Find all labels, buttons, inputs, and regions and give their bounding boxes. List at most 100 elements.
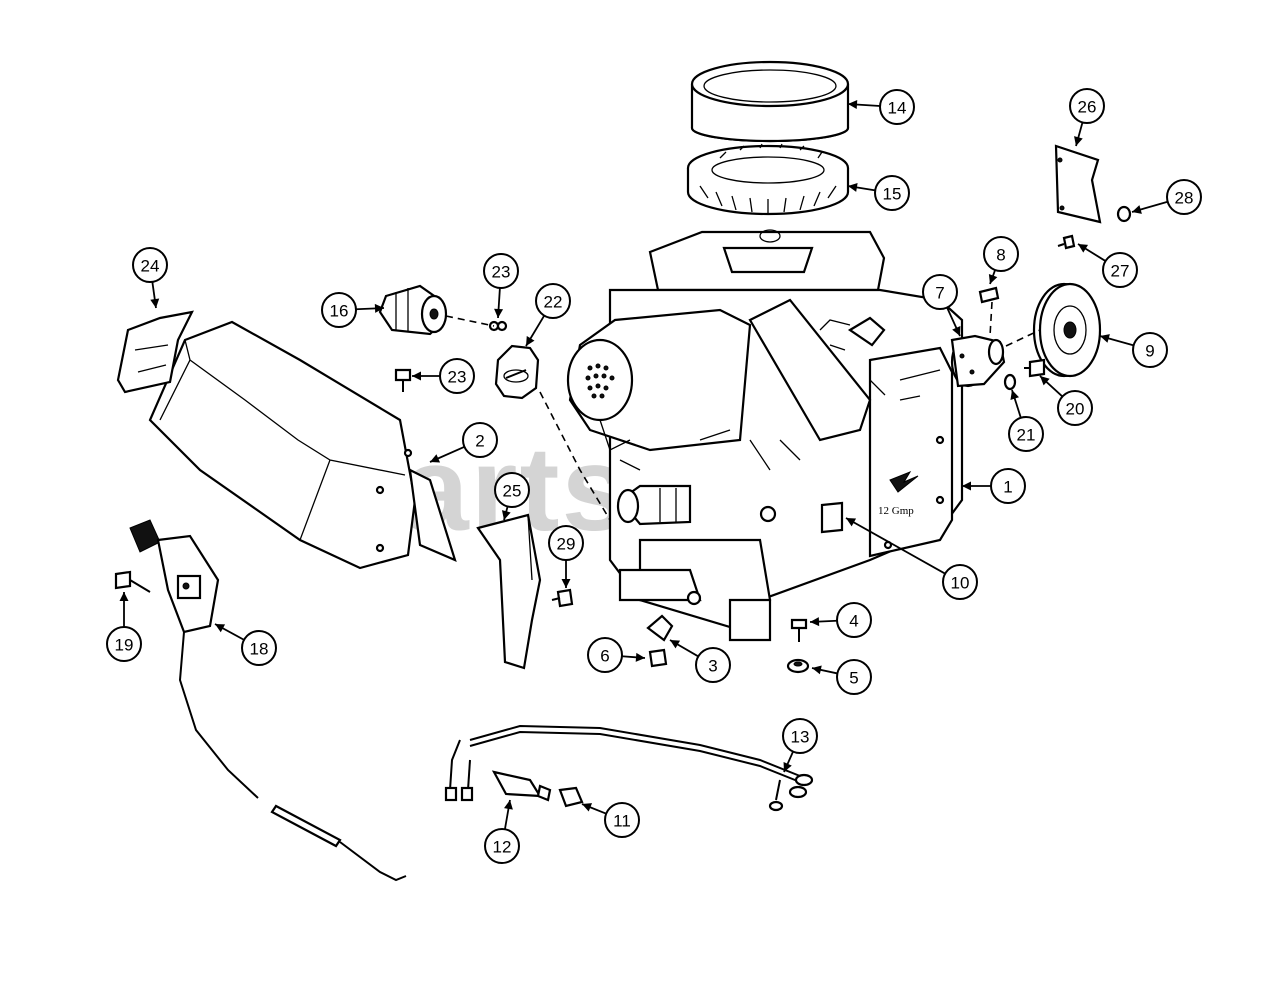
callout-number: 3 xyxy=(708,657,717,676)
callout-arrowhead xyxy=(783,761,792,772)
callout-arrowhead xyxy=(952,325,961,336)
callout-circle xyxy=(439,358,475,394)
air-filter-part xyxy=(686,143,850,216)
callout-layer: 1234567891011121314151618192021222323242… xyxy=(106,88,1202,864)
callout-arrowhead xyxy=(1132,205,1142,214)
callout-number: 27 xyxy=(1111,262,1130,281)
callout-number: 6 xyxy=(600,647,609,666)
callout-5: 5 xyxy=(811,659,872,695)
callout-arrowhead xyxy=(501,510,511,520)
callout-arrowhead xyxy=(988,274,998,284)
callout-arrowhead xyxy=(812,665,822,675)
washer-part-21 xyxy=(1003,373,1017,391)
callout-circle xyxy=(1132,332,1168,368)
callout-number: 23 xyxy=(448,368,467,387)
callout-number: 13 xyxy=(791,728,810,747)
callout-arrowhead xyxy=(670,640,681,649)
callout-16: 16 xyxy=(321,292,385,328)
engine-block-part: 12 Gmp xyxy=(566,229,964,642)
callout-10: 10 xyxy=(845,517,978,600)
callout-circle xyxy=(990,468,1026,504)
callout-23: 23 xyxy=(483,253,519,319)
fuel-filter-part xyxy=(378,284,448,336)
callout-number: 29 xyxy=(557,535,576,554)
callout-13: 13 xyxy=(782,718,818,773)
callout-circle xyxy=(695,647,731,683)
callout-arrowhead xyxy=(504,800,513,810)
callout-number: 16 xyxy=(330,302,349,321)
plug-part-5 xyxy=(786,658,810,674)
callout-27: 27 xyxy=(1077,243,1138,288)
callout-arrowhead xyxy=(430,454,441,463)
callout-circle xyxy=(782,718,818,754)
callout-18: 18 xyxy=(214,623,277,666)
throttle-control-part-18 xyxy=(129,519,407,882)
bolt-part-19 xyxy=(114,570,151,593)
callout-number: 12 xyxy=(493,838,512,857)
callout-20: 20 xyxy=(1039,375,1093,426)
callout-22: 22 xyxy=(525,283,571,347)
callout-6: 6 xyxy=(587,637,646,673)
fitting-part-6 xyxy=(648,648,668,668)
callout-circle xyxy=(1057,390,1093,426)
callout-15: 15 xyxy=(847,175,910,211)
callout-circle xyxy=(241,630,277,666)
callout-circle xyxy=(922,274,958,310)
callout-arrowhead xyxy=(215,624,226,633)
plate-part-26 xyxy=(1054,144,1102,224)
callout-circle xyxy=(836,659,872,695)
callout-number: 20 xyxy=(1066,400,1085,419)
decal-part xyxy=(820,501,844,534)
callout-arrowhead xyxy=(1010,390,1020,400)
callout-number: 24 xyxy=(141,257,160,276)
callout-circle xyxy=(106,626,142,662)
callout-number: 19 xyxy=(115,636,134,655)
callout-number: 18 xyxy=(250,640,269,659)
callout-8: 8 xyxy=(983,236,1019,285)
small-screw-23-lower xyxy=(394,368,412,392)
callout-11: 11 xyxy=(581,802,640,838)
callout-arrowhead xyxy=(962,481,971,491)
wiring-harness-part-13 xyxy=(444,724,814,812)
callout-arrowhead xyxy=(848,182,858,192)
callout-circle xyxy=(836,602,872,638)
callout-7: 7 xyxy=(922,274,961,337)
callout-arrowhead xyxy=(374,303,384,313)
callout-circle xyxy=(321,292,357,328)
callout-arrowhead xyxy=(150,298,160,308)
callout-circle xyxy=(483,253,519,289)
pulley-part-9 xyxy=(1032,282,1102,378)
callout-circle xyxy=(983,236,1019,272)
callout-number: 11 xyxy=(613,812,631,831)
callout-circle xyxy=(942,564,978,600)
callout-arrowhead xyxy=(1040,376,1050,386)
elbow-part-3 xyxy=(646,614,674,642)
callout-3: 3 xyxy=(669,639,731,683)
callout-1: 1 xyxy=(962,468,1026,504)
callout-number: 21 xyxy=(1017,426,1036,445)
nut-part-28 xyxy=(1116,205,1132,223)
callout-number: 8 xyxy=(996,246,1005,265)
key-part-8 xyxy=(978,286,1000,304)
callout-number: 22 xyxy=(544,293,563,312)
callout-number: 5 xyxy=(849,669,858,688)
air-cleaner-cover-part xyxy=(690,60,850,143)
callout-arrowhead xyxy=(119,592,129,601)
callout-circle xyxy=(1166,179,1202,215)
callout-28: 28 xyxy=(1131,179,1202,215)
callout-arrowhead xyxy=(1100,334,1110,343)
callout-arrowhead xyxy=(561,579,571,588)
callout-24: 24 xyxy=(132,247,168,309)
callout-arrowhead xyxy=(526,335,535,346)
callout-circle xyxy=(1008,416,1044,452)
bolt-part-20 xyxy=(1024,358,1046,378)
callout-arrowhead xyxy=(582,803,593,812)
screw-part-27 xyxy=(1057,234,1076,250)
callout-14: 14 xyxy=(847,89,915,125)
side-plate-part-25 xyxy=(476,513,542,670)
screw-part-29 xyxy=(551,588,574,608)
callout-number: 10 xyxy=(951,574,970,593)
callout-23: 23 xyxy=(412,358,475,394)
callout-number: 25 xyxy=(503,482,522,501)
